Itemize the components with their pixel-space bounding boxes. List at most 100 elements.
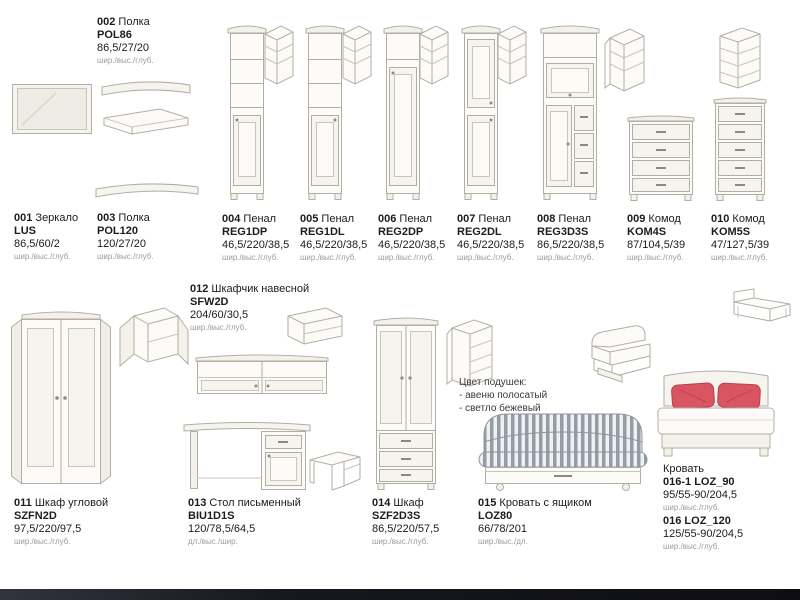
cabinet-reg2dp-3d-sketch (416, 22, 452, 92)
dresser-kom5s-drawing (712, 94, 768, 204)
product-dims: 46,5/220/38,5 (222, 239, 290, 251)
product-dims-label: шир./выс./глуб. (663, 542, 720, 551)
wall-cabinet-open-3d-sketch (110, 296, 190, 392)
product-label-006: 006 Пенал REG2DP 46,5/220/38,5 шир./выс.… (378, 213, 445, 263)
pillow-note-line1: - авеню полосатый (459, 390, 548, 401)
product-label-013: 013 Стол письменный BIU1D1S 120/78,5/64,… (188, 497, 301, 547)
product-number: 011 (14, 497, 32, 509)
product-label-012: 012 Шкафчик навесной SFW2D 204/60/30,5 ш… (190, 283, 309, 333)
product-name: Зеркало (35, 212, 79, 224)
product-label-009: 009 Комод KOM4S 87/104,5/39 шир./выс./гл… (627, 213, 685, 263)
corner-wardrobe-drawing (8, 306, 114, 492)
product-dims-label: шир./выс./глуб. (378, 253, 435, 262)
wardrobe-szf2d3s-drawing (371, 312, 441, 494)
product-name: Пенал (399, 213, 433, 225)
product-dims-label: шир./выс./дл. (478, 537, 528, 546)
product-dims: 86,5/220/57,5 (372, 523, 440, 535)
product-name: Стол письменный (209, 497, 301, 509)
desk-drawing (182, 416, 312, 494)
product-code: KOM5S (711, 226, 751, 238)
product-label-001: 001 Зеркало LUS 86,5/60/2 шир./выс./глуб… (14, 212, 78, 262)
cabinet-reg2dl-3d-sketch (494, 22, 530, 92)
wardrobe-3d-sketch (446, 316, 498, 394)
cabinet-reg2dp-drawing (382, 20, 424, 204)
product-number: 001 (14, 212, 33, 224)
product-dims-label: шир./выс./глуб. (537, 253, 594, 262)
product-number: 007 (457, 213, 476, 225)
dresser-kom5s-3d-sketch (714, 22, 766, 96)
product-dims: 46,5/220/38,5 (378, 239, 446, 251)
product-dims-label: шир./выс./глуб. (663, 503, 720, 512)
product-dims-label: шир./выс./глуб. (457, 253, 514, 262)
mirror-drawing (12, 84, 92, 134)
cabinet-reg1dl-drawing (304, 20, 346, 204)
product-name: Комод (648, 213, 681, 225)
product-code: SZFN2D (14, 510, 57, 522)
product-name: Полка (118, 212, 150, 224)
product-dims: 97,5/220/97,5 (14, 523, 82, 535)
product-code: LUS (14, 225, 36, 237)
product-dims: 120/27/20 (97, 238, 146, 250)
product-dims-label: шир./выс./глуб. (97, 56, 154, 65)
product-dims: 120/78,5/64,5 (188, 523, 256, 535)
product-code: SZF2D3S (372, 510, 421, 522)
product-label-010: 010 Комод KOM5S 47/127,5/39 шир./выс./гл… (711, 213, 769, 263)
product-dims-label: шир./выс./глуб. (300, 253, 357, 262)
product-name: Шкафчик навесной (211, 283, 310, 295)
product-label-003: 003 Полка POL120 120/27/20 шир./выс./глу… (97, 212, 154, 262)
product-name: Комод (732, 213, 765, 225)
product-name: Шкаф угловой (34, 497, 109, 509)
product-number: 004 (222, 213, 241, 225)
product-dims: 95/55-90/204,5 (663, 489, 738, 501)
product-code: POL86 (97, 29, 132, 41)
product-name: Пенал (321, 213, 355, 225)
product-name: Пенал (243, 213, 277, 225)
product-code: REG1DL (300, 226, 345, 238)
product-dims: 86,5/27/20 (97, 42, 149, 54)
product-code: LOZ_90 (694, 476, 735, 488)
pillow-color-note: Цвет подушек: - авеню полосатый - светло… (459, 376, 547, 415)
product-label-002: 002 Полка POL86 86,5/27/20 шир./выс./глу… (97, 16, 154, 66)
product-dims: 47/127,5/39 (711, 239, 770, 251)
cabinet-reg3d3s-drawing (538, 20, 602, 204)
product-label-007: 007 Пенал REG2DL 46,5/220/38,5 шир./выс.… (457, 213, 524, 263)
product-dims-label: шир./выс./глуб. (372, 537, 429, 546)
product-dims-label: шир./выс./глуб. (627, 253, 684, 262)
daybed-loz80-drawing (476, 402, 650, 494)
cabinet-reg2dl-drawing (460, 20, 502, 204)
product-number: 008 (537, 213, 556, 225)
product-code: REG2DP (378, 226, 424, 238)
product-number: 010 (711, 213, 730, 225)
product-dims: 46,5/220/38,5 (457, 239, 525, 251)
product-dims: 66/78/201 (478, 523, 527, 535)
product-code: LOZ_120 (684, 515, 731, 527)
product-dims: 86,5/60/2 (14, 238, 60, 250)
product-name: Пенал (478, 213, 512, 225)
product-code: REG1DP (222, 226, 268, 238)
product-number: 015 (478, 497, 497, 509)
product-label-004: 004 Пенал REG1DP 46,5/220/38,5 шир./выс.… (222, 213, 289, 263)
shelf-pol86-drawing (96, 74, 196, 142)
product-name: Шкаф (393, 497, 424, 509)
product-dims-label: дл./выс./шир. (188, 537, 238, 546)
product-code: LOZ80 (478, 510, 513, 522)
product-name: Кровать с ящиком (499, 497, 592, 509)
product-label-011: 011 Шкаф угловой SZFN2D 97,5/220/97,5 ши… (14, 497, 108, 547)
daybed-3d-sketch (588, 322, 654, 386)
bed-group-header: Кровать (663, 463, 705, 475)
product-dims-label: шир./выс./глуб. (711, 253, 768, 262)
cabinet-reg1dl-3d-sketch (339, 22, 375, 92)
cabinet-reg1dp-drawing (226, 20, 268, 204)
product-label-005: 005 Пенал REG1DL 46,5/220/38,5 шир./выс.… (300, 213, 367, 263)
pillow-note-title: Цвет подушек: (459, 377, 527, 388)
pillow-note-line2: - светло бежевый (459, 403, 541, 414)
product-dims: 125/55-90/204,5 (663, 528, 744, 540)
shelf-pol120-drawing (92, 178, 202, 204)
product-label-014: 014 Шкаф SZF2D3S 86,5/220/57,5 шир./выс.… (372, 497, 439, 547)
product-code: SFW2D (190, 296, 229, 308)
product-dims: 86,5/220/38,5 (537, 239, 605, 251)
product-number: 014 (372, 497, 391, 509)
wall-cabinet-3d-sketch (282, 300, 348, 352)
product-label-008: 008 Пенал REG3D3S 86,5/220/38,5 шир./выс… (537, 213, 604, 263)
product-code: REG2DL (457, 226, 502, 238)
